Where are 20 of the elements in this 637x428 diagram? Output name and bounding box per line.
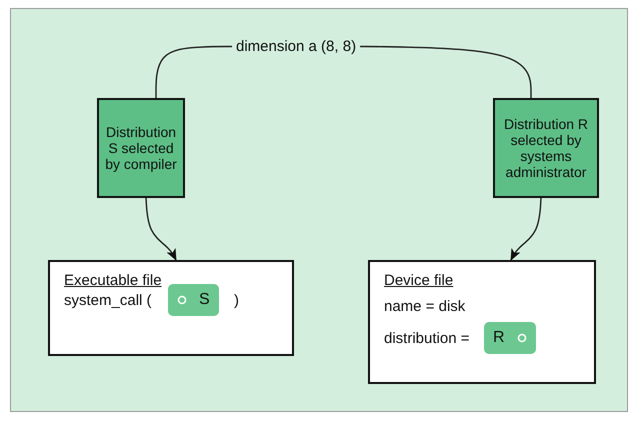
value-chip bbox=[168, 284, 219, 316]
code-text: ) bbox=[234, 292, 239, 309]
code-text: distribution = bbox=[384, 330, 470, 347]
file-box bbox=[48, 260, 294, 356]
value-text: S bbox=[199, 291, 210, 309]
box-text: Distribution R selected by systems administrator bbox=[502, 116, 590, 180]
code-text: system_call ( bbox=[64, 292, 152, 309]
process-box bbox=[493, 98, 599, 198]
value-chip bbox=[484, 322, 536, 354]
process-box bbox=[97, 98, 185, 198]
arrow bbox=[510, 198, 542, 261]
box-text: Distribution S selected by compiler bbox=[104, 124, 178, 172]
value-text: R bbox=[493, 329, 505, 347]
arrow bbox=[145, 198, 177, 261]
code-text: name = disk bbox=[384, 298, 466, 315]
box-heading: Device file bbox=[384, 272, 454, 289]
file-box bbox=[368, 260, 596, 384]
connector-line bbox=[360, 46, 532, 98]
box-heading: Executable file bbox=[64, 272, 162, 289]
connector-line bbox=[155, 46, 232, 98]
